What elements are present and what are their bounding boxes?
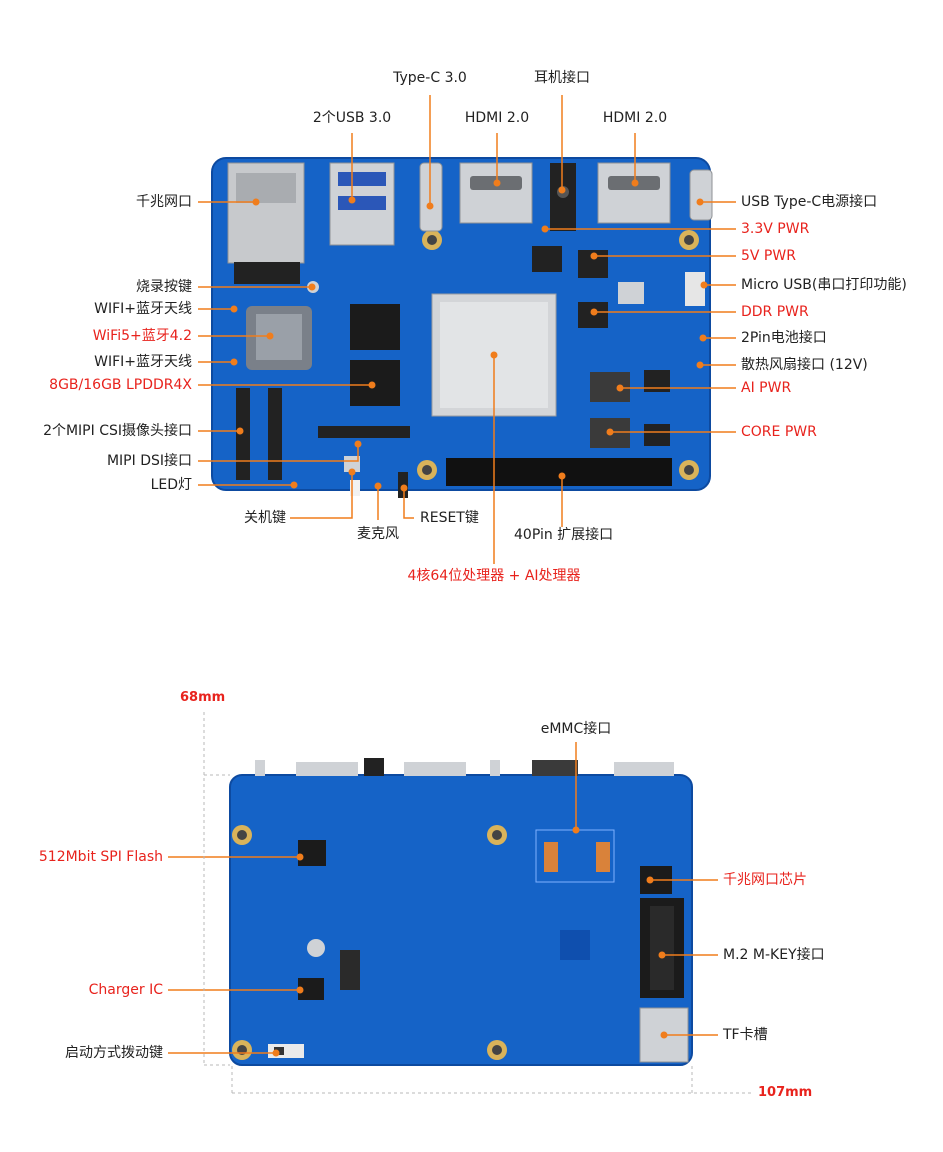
label-mic: 麦克风 xyxy=(357,526,399,542)
top-leader-dots xyxy=(230,179,708,492)
bottom-board xyxy=(229,758,693,1066)
label-micro-usb: Micro USB(串口打印功能) xyxy=(741,277,907,293)
ram-chip xyxy=(350,304,400,350)
label-gpio: 40Pin 扩展接口 xyxy=(514,527,614,543)
label-hdmi-right: HDMI 2.0 xyxy=(602,110,668,126)
label-led: LED灯 xyxy=(150,477,192,493)
spi-flash-chip xyxy=(298,840,326,866)
label-usb-c-power: USB Type-C电源接口 xyxy=(741,194,878,210)
label-earphone: 耳机接口 xyxy=(534,70,590,86)
label-wifi-module: WiFi5+蓝牙4.2 xyxy=(92,328,192,344)
label-ethernet: 千兆网口 xyxy=(136,194,192,210)
label-gigabit-chip: 千兆网口芯片 xyxy=(723,872,807,888)
label-wifi-antenna-1: WIFI+蓝牙天线 xyxy=(94,301,192,317)
top-leader-lines xyxy=(198,95,736,564)
label-5v-pwr: 5V PWR xyxy=(741,248,796,264)
label-core-pwr: CORE PWR xyxy=(741,424,817,440)
label-m2: M.2 M-KEY接口 xyxy=(723,947,825,963)
bottom-pcb xyxy=(230,775,692,1065)
charger-chip xyxy=(298,978,324,1000)
label-charger: Charger IC xyxy=(88,982,163,998)
ram-chip xyxy=(350,360,400,406)
label-memory: 8GB/16GB LPDDR4X xyxy=(49,377,192,393)
label-processor: 4核64位处理器 + AI处理器 xyxy=(407,568,581,584)
mipi-dsi-connector xyxy=(318,426,410,438)
hdmi-port-right xyxy=(597,162,671,224)
bottom-leader-dots xyxy=(272,826,668,1057)
mipi-csi-connector xyxy=(268,388,282,480)
gpio-header xyxy=(446,458,672,486)
label-ddr-pwr: DDR PWR xyxy=(741,304,809,320)
label-tf: TF卡槽 xyxy=(723,1027,768,1043)
label-type-c: Type-C 3.0 xyxy=(393,70,467,86)
label-boot-switch: 启动方式拨动键 xyxy=(65,1045,163,1061)
label-hdmi-left: HDMI 2.0 xyxy=(464,110,530,126)
label-mipi-dsi: MIPI DSI接口 xyxy=(106,453,192,469)
label-wifi-antenna-2: WIFI+蓝牙天线 xyxy=(94,354,192,370)
dimension-width: 107mm xyxy=(758,1085,813,1100)
dimension-lines xyxy=(203,712,752,1094)
usb-c-power-port xyxy=(689,169,713,221)
label-battery: 2Pin电池接口 xyxy=(741,330,827,346)
type-c-port xyxy=(419,162,443,232)
label-burn-key: 烧录按键 xyxy=(136,279,192,295)
label-usb3: 2个USB 3.0 xyxy=(312,110,392,126)
label-3v3-pwr: 3.3V PWR xyxy=(741,221,810,237)
hdmi-port-left xyxy=(459,162,533,224)
label-emmc: eMMC接口 xyxy=(540,721,612,737)
dimension-height: 68mm xyxy=(180,690,226,705)
label-fan: 散热风扇接口 (12V) xyxy=(741,357,868,373)
label-mipi-csi: 2个MIPI CSI摄像头接口 xyxy=(43,423,192,439)
label-ai-pwr: AI PWR xyxy=(741,380,792,396)
bottom-leader-lines xyxy=(168,742,718,1054)
label-spi-flash: 512Mbit SPI Flash xyxy=(38,849,163,865)
label-power-key: 关机键 xyxy=(244,510,286,526)
mipi-csi-connector xyxy=(236,388,250,480)
top-board xyxy=(211,157,713,498)
label-reset: RESET键 xyxy=(420,510,479,526)
